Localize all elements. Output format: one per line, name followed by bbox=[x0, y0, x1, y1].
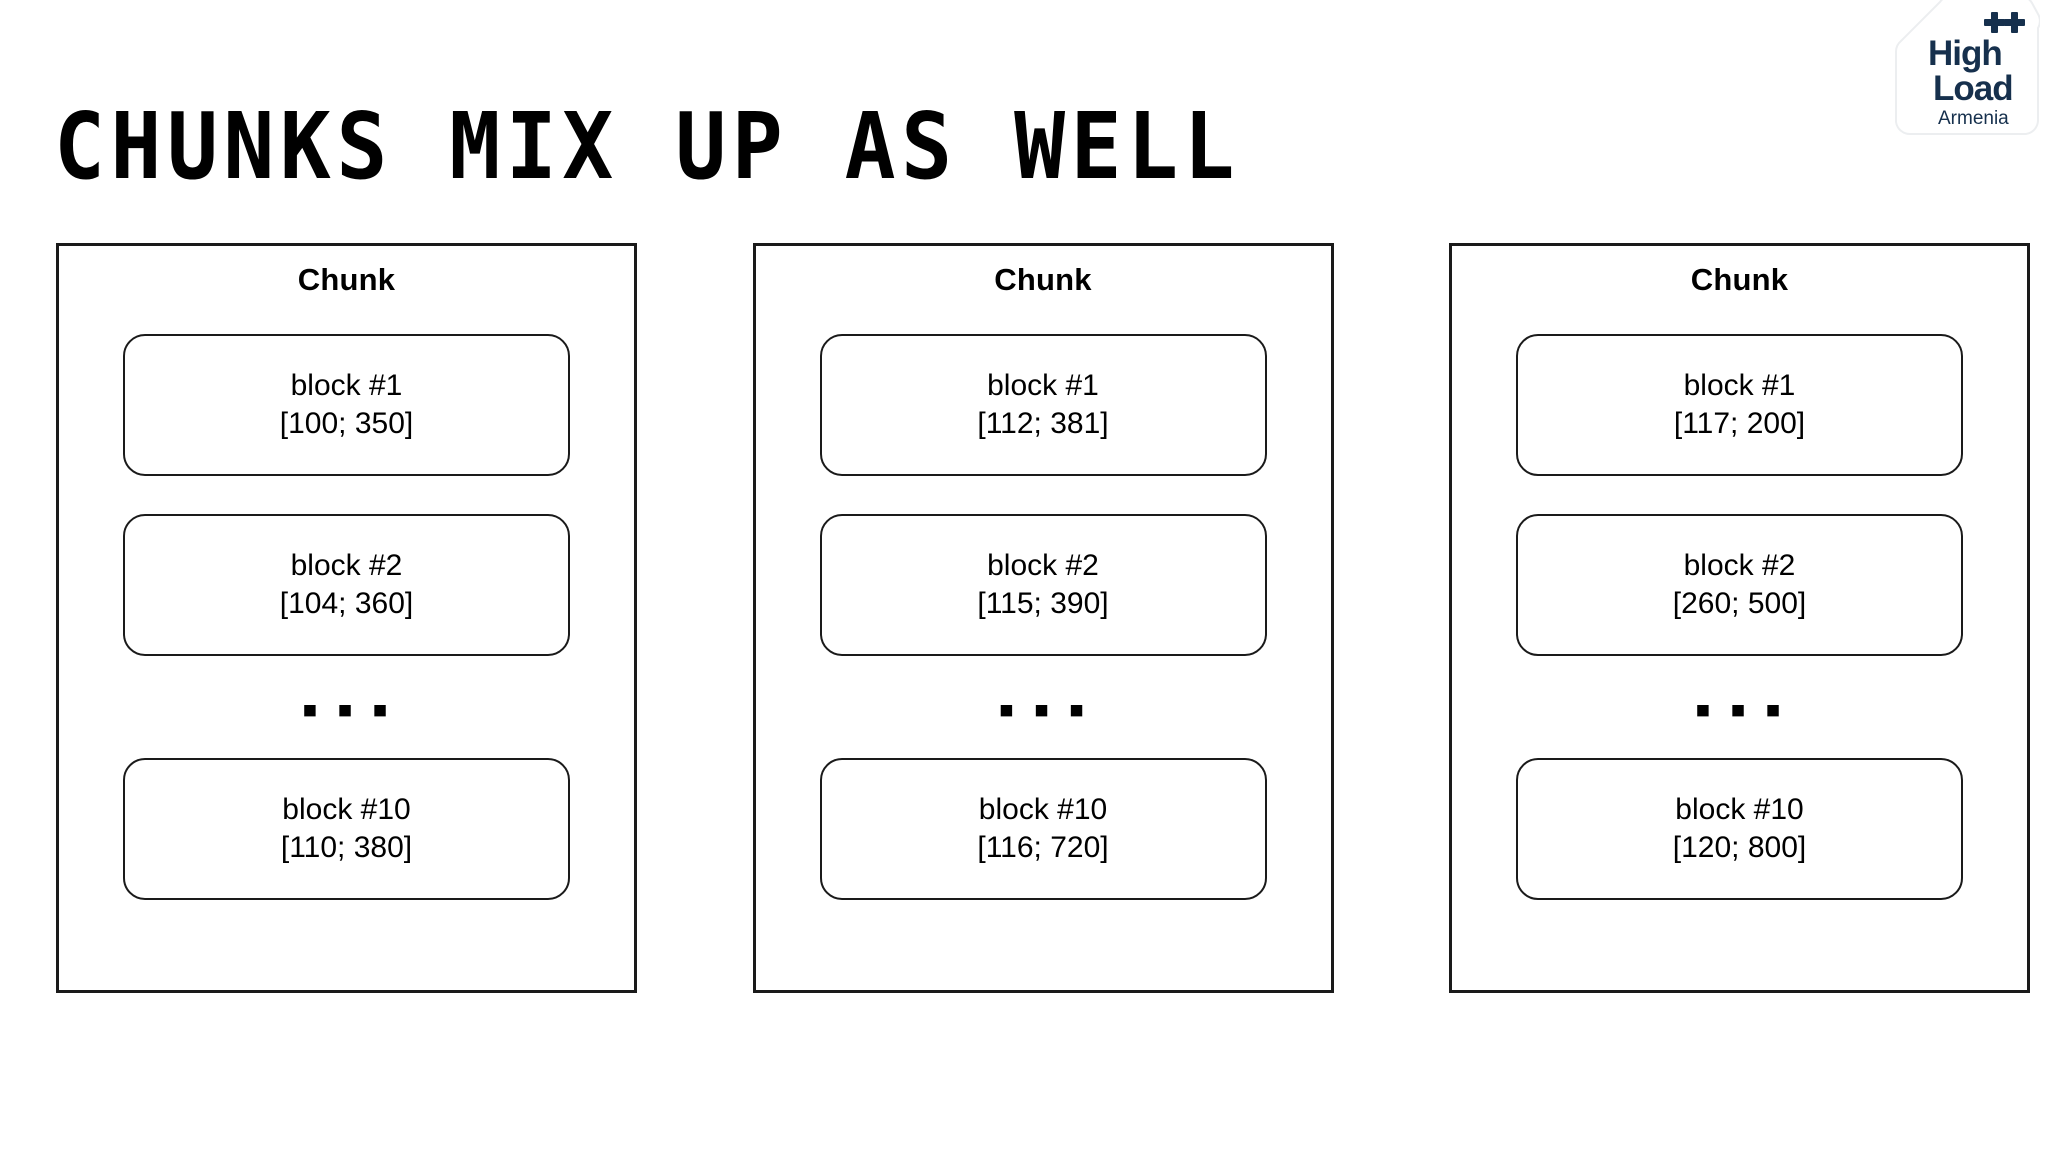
block-range: [100; 350] bbox=[279, 407, 414, 440]
block-range: [120; 800] bbox=[1672, 831, 1807, 864]
block-range: [110; 380] bbox=[280, 831, 413, 864]
block-label: block #2 bbox=[1683, 548, 1796, 582]
chunk-container-1: Chunk block #1 [100; 350] block #2 [104;… bbox=[56, 243, 637, 993]
block-card: block #1 [112; 381] bbox=[819, 334, 1267, 476]
block-range: [260; 500] bbox=[1672, 587, 1807, 620]
block-range: [116; 720] bbox=[977, 831, 1109, 864]
highload-armenia-logo: High Load Armenia bbox=[1888, 0, 2040, 144]
block-label: block #1 bbox=[290, 368, 403, 402]
chunk-row: Chunk block #1 [100; 350] block #2 [104;… bbox=[56, 243, 2030, 993]
block-label: block #10 bbox=[1675, 792, 1804, 826]
ellipsis-icon: ▪ ▪ ▪ bbox=[1694, 683, 1785, 735]
svg-text:Load: Load bbox=[1933, 69, 2013, 108]
page-title: CHUNKS MIX UP AS WELL bbox=[54, 92, 1241, 200]
block-card: block #2 [104; 360] bbox=[123, 514, 570, 656]
block-label: block #1 bbox=[1683, 368, 1796, 402]
chunk-title: Chunk bbox=[994, 262, 1092, 297]
block-label: block #10 bbox=[282, 792, 411, 826]
ellipsis-icon: ▪ ▪ ▪ bbox=[998, 683, 1088, 735]
svg-text:Armenia: Armenia bbox=[1938, 108, 2009, 129]
block-range: [112; 381] bbox=[977, 407, 1109, 440]
block-range: [104; 360] bbox=[279, 587, 414, 620]
svg-text:High: High bbox=[1928, 34, 2002, 73]
block-range: [115; 390] bbox=[977, 587, 1109, 620]
block-label: block #10 bbox=[978, 792, 1108, 826]
chunk-title: Chunk bbox=[297, 262, 396, 297]
block-range: [117; 200] bbox=[1673, 407, 1806, 440]
block-card: block #10 [110; 380] bbox=[123, 758, 570, 900]
block-card: block #10 [116; 720] bbox=[819, 758, 1267, 900]
block-card: block #2 [115; 390] bbox=[819, 514, 1267, 656]
block-card: block #1 [117; 200] bbox=[1516, 334, 1963, 476]
block-label: block #2 bbox=[987, 548, 1099, 582]
block-card: block #1 [100; 350] bbox=[123, 334, 570, 476]
chunk-title: Chunk bbox=[1690, 262, 1789, 297]
chunk-container-2: Chunk block #1 [112; 381] block #2 [115;… bbox=[752, 243, 1334, 993]
ellipsis-icon: ▪ ▪ ▪ bbox=[301, 683, 392, 735]
block-label: block #2 bbox=[290, 548, 403, 582]
chunk-container-3: Chunk block #1 [117; 200] block #2 [260;… bbox=[1449, 243, 2030, 993]
block-card: block #10 [120; 800] bbox=[1516, 758, 1963, 900]
block-label: block #1 bbox=[987, 368, 1099, 402]
block-card: block #2 [260; 500] bbox=[1516, 514, 1963, 656]
